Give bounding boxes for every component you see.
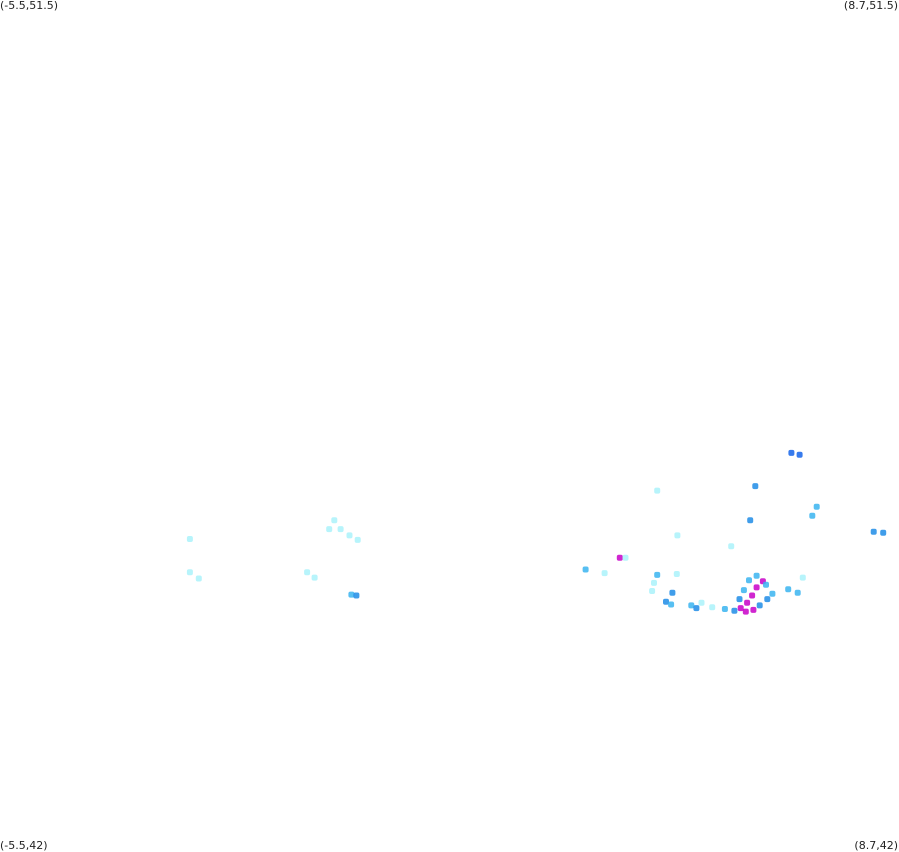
map-point-light-blue (746, 577, 752, 584)
map-point-light-blue (668, 601, 675, 608)
map-point-light-blue (582, 566, 589, 573)
corner-label-bottom-left: (-5.5,42) (0, 839, 48, 852)
map-point-pale-cyan (346, 532, 353, 539)
map-point-pale-cyan (654, 487, 661, 494)
map-point-pale-cyan (195, 575, 202, 582)
map-point-pale-cyan (601, 570, 608, 577)
map-point-pale-cyan (186, 569, 193, 576)
map-point-magenta (749, 592, 756, 599)
map-point-mid-blue (756, 602, 763, 609)
map-point-pale-cyan (674, 532, 681, 539)
map-point-light-blue (763, 581, 769, 588)
map-point-pale-cyan (326, 526, 333, 533)
data-points-layer (186, 449, 887, 615)
map-point-mid-blue (736, 596, 743, 603)
map-point-light-blue (794, 589, 801, 596)
map-point-mid-blue (663, 598, 669, 605)
map-point-mid-blue (731, 607, 738, 614)
map-point-mid-blue (669, 589, 676, 596)
map-point-mid-blue (752, 483, 759, 490)
map-point-light-blue (688, 602, 695, 609)
map-point-pale-cyan (698, 599, 705, 606)
map-point-mid-blue (870, 528, 877, 535)
map-point-pale-cyan (651, 579, 657, 586)
map-point-magenta (616, 554, 623, 561)
map-point-mid-blue (764, 596, 771, 603)
map-point-magenta (737, 605, 744, 612)
map-point-light-blue (721, 606, 728, 612)
map-point-pale-cyan (728, 543, 735, 550)
map-point-pale-cyan (649, 588, 656, 594)
map-point-light-blue (809, 512, 816, 519)
map-point-light-blue (785, 586, 792, 593)
map-point-mid-blue (353, 592, 360, 599)
map-point-light-blue (348, 591, 355, 598)
map-point-pale-cyan (673, 571, 680, 577)
map-point-mid-blue (747, 517, 754, 524)
map-point-pale-cyan (799, 574, 806, 581)
map-point-light-blue (740, 587, 747, 594)
map-point-light-blue (654, 571, 661, 578)
map-point-pale-cyan (709, 604, 716, 611)
map-point-magenta (742, 608, 749, 615)
map-point-pale-cyan (354, 536, 361, 543)
map-point-mid-blue (693, 605, 700, 612)
corner-label-bottom-right: (8.7,42) (854, 839, 898, 852)
map-point-magenta (744, 599, 751, 606)
map-point-magenta (750, 606, 757, 613)
corner-label-top-right: (8.7,51.5) (843, 0, 898, 12)
map-point-pale-cyan (622, 554, 629, 561)
map-point-pale-cyan (304, 569, 311, 576)
map-point-magenta (753, 584, 760, 591)
map-point-pale-cyan (311, 574, 318, 581)
map-point-pale-cyan (186, 536, 193, 542)
map-point-mid-blue (880, 529, 887, 536)
map-point-light-blue (813, 503, 820, 510)
map-point-deep-blue (796, 451, 803, 458)
map-point-pale-cyan (337, 526, 344, 533)
map-point-pale-cyan (331, 517, 338, 524)
map-point-light-blue (769, 590, 776, 597)
map-point-light-blue (753, 572, 760, 579)
map-point-deep-blue (788, 449, 795, 456)
corner-label-top-left: (-5.5,51.5) (0, 0, 59, 12)
